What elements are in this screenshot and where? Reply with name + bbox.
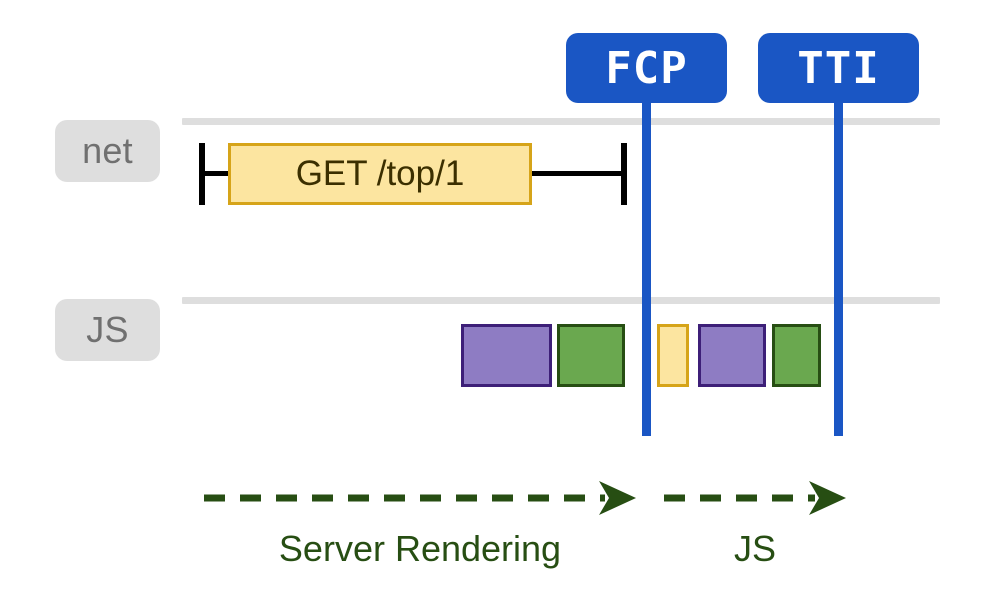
js-task-block[interactable] <box>461 324 552 387</box>
js-phase-arrow <box>660 478 850 518</box>
fcp-marker-badge[interactable]: FCP <box>566 33 727 103</box>
tti-marker-badge[interactable]: TTI <box>758 33 919 103</box>
dashed-arrow-right-icon <box>664 481 846 515</box>
network-request-bar[interactable]: GET /top/1 <box>228 143 532 205</box>
fcp-marker-line <box>642 100 651 436</box>
js-phase-label-text: JS <box>733 528 776 569</box>
server-rendering-label-text: Server Rendering <box>278 528 562 569</box>
request-end-cap-icon <box>621 143 627 205</box>
fcp-marker-label: FCP <box>605 42 688 94</box>
dashed-arrow-right-icon <box>204 481 636 515</box>
net-lane-line <box>182 118 940 125</box>
js-phase-label: JS <box>660 528 850 570</box>
server-rendering-label: Server Rendering <box>200 528 640 570</box>
server-rendering-arrow <box>200 478 640 518</box>
net-lane-label: net <box>55 120 160 182</box>
tti-marker-line <box>834 100 843 436</box>
tti-marker-label: TTI <box>797 42 880 94</box>
js-task-block[interactable] <box>557 324 625 387</box>
js-task-block[interactable] <box>772 324 821 387</box>
js-lane-label-text: JS <box>86 309 129 350</box>
network-request-label: GET /top/1 <box>295 154 465 193</box>
js-task-block[interactable] <box>698 324 766 387</box>
net-lane-label-text: net <box>82 130 133 171</box>
js-lane-line <box>182 297 940 304</box>
js-task-block[interactable] <box>657 324 689 387</box>
js-lane-label: JS <box>55 299 160 361</box>
